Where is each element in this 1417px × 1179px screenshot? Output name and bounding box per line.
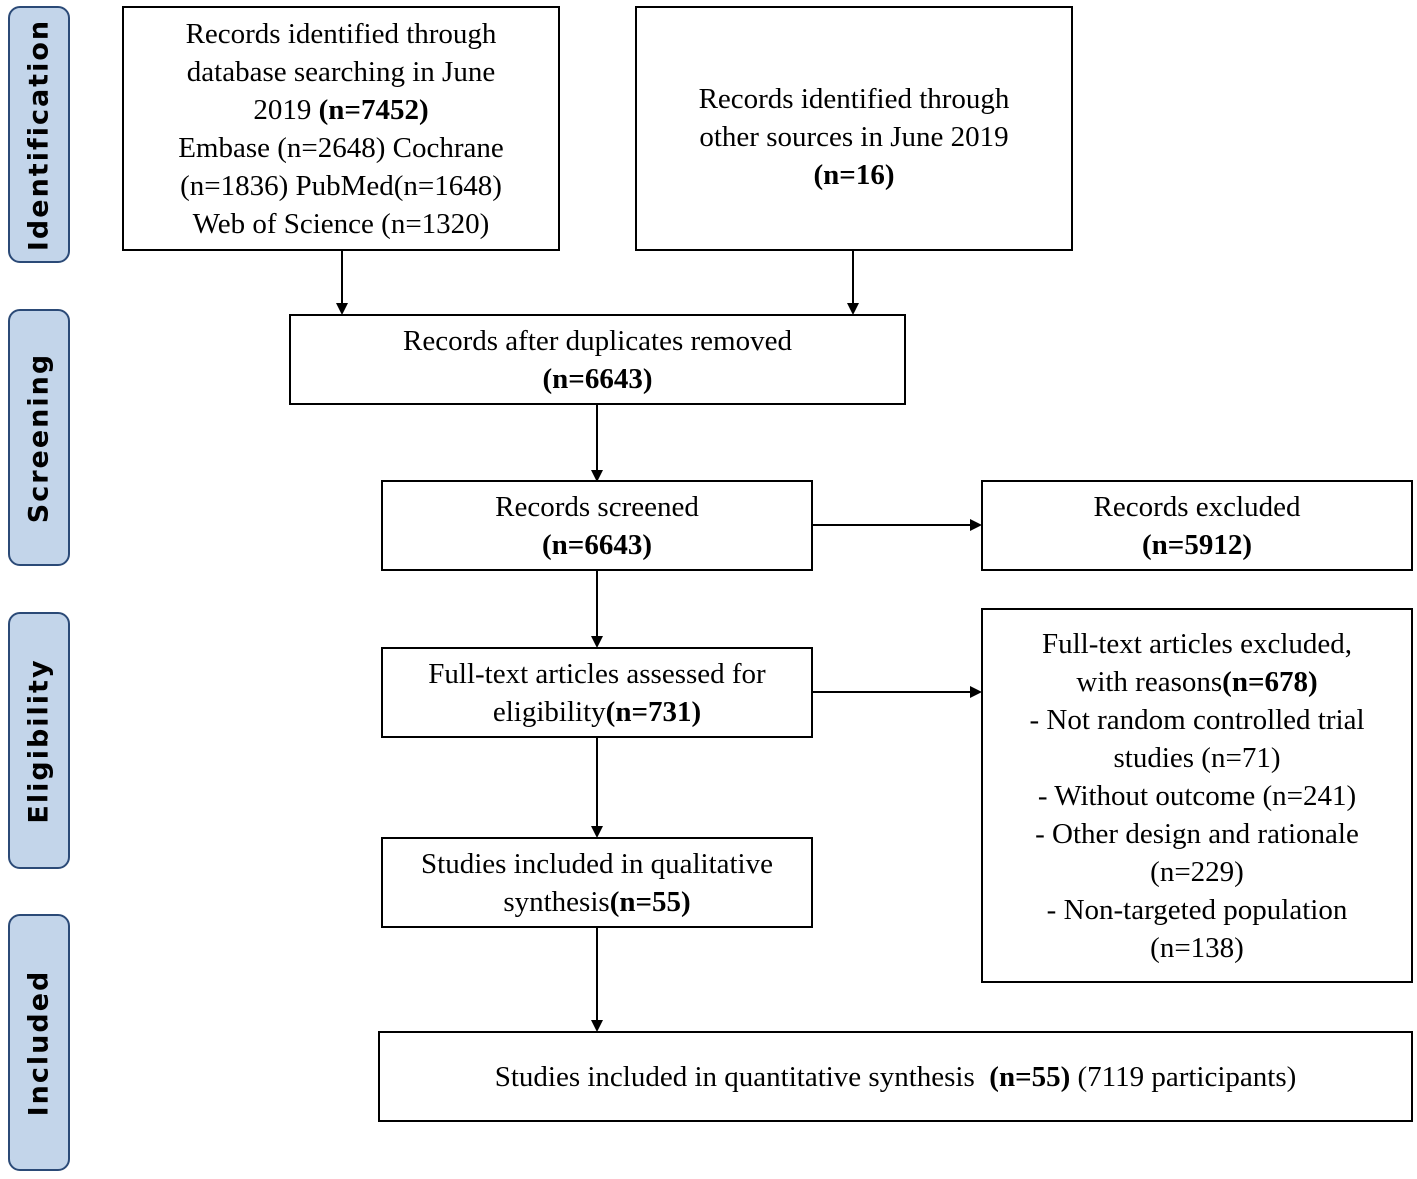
- db-search-line6: Web of Science (n=1320): [192, 207, 490, 240]
- db-search-line2: database searching in June: [186, 55, 496, 88]
- box-quantitative-synthesis: Studies included in quantitative synthes…: [378, 1031, 1413, 1122]
- fulltext-excluded-line3: - Not random controlled trial: [1029, 703, 1365, 736]
- fulltext-excluded-reasons: with reasons: [1076, 665, 1223, 698]
- fulltext-assessed-line1: Full-text articles assessed for: [428, 657, 766, 690]
- qualitative-line1: Studies included in qualitative: [421, 847, 773, 880]
- excluded-count: (n=5912): [1142, 528, 1252, 561]
- stage-included: Included: [8, 914, 70, 1171]
- fulltext-excluded-line2: with reasons(n=678): [1076, 663, 1317, 701]
- box-database-search: Records identified through database sear…: [122, 6, 560, 251]
- qualitative-count: (n=55): [609, 885, 691, 918]
- fulltext-assessed-count: (n=731): [605, 695, 702, 728]
- qualitative-line2: synthesis(n=55): [503, 883, 690, 921]
- box-fulltext-assessed: Full-text articles assessed for eligibil…: [381, 647, 813, 738]
- db-search-year: 2019: [253, 93, 319, 126]
- other-sources-line2: other sources in June 2019: [699, 121, 1009, 153]
- stage-label-eligibility: Eligibility: [23, 657, 55, 824]
- box-duplicates-removed: Records after duplicates removed (n=6643…: [289, 314, 906, 405]
- db-search-line3: 2019 (n=7452): [253, 91, 428, 129]
- stage-screening: Screening: [8, 309, 70, 566]
- duplicates-label: Records after duplicates removed: [403, 324, 792, 357]
- fulltext-excluded-line7: (n=229): [1150, 855, 1244, 888]
- stage-eligibility: Eligibility: [8, 612, 70, 869]
- box-records-screened: Records screened (n=6643): [381, 480, 813, 571]
- fulltext-assessed-line2: eligibility(n=731): [493, 693, 701, 731]
- quantitative-count: (n=55): [989, 1060, 1071, 1093]
- excluded-label: Records excluded: [1093, 490, 1301, 523]
- db-search-line5: (n=1836) PubMed(n=1648): [180, 169, 502, 202]
- screened-label: Records screened: [495, 490, 699, 523]
- fulltext-excluded-line5: - Without outcome (n=241): [1037, 779, 1357, 812]
- box-other-sources: Records identified through other sources…: [635, 6, 1073, 251]
- box-records-excluded: Records excluded (n=5912): [981, 480, 1413, 571]
- box-fulltext-excluded: Full-text articles excluded, with reason…: [981, 608, 1413, 983]
- box-qualitative-synthesis: Studies included in qualitative synthesi…: [381, 837, 813, 928]
- db-search-count: (n=7452): [318, 93, 429, 126]
- fulltext-excluded-line8: - Non-targeted population: [1046, 893, 1348, 926]
- quantitative-line: Studies included in quantitative synthes…: [495, 1058, 1297, 1096]
- duplicates-count: (n=6643): [542, 362, 653, 395]
- fulltext-excluded-line9: (n=138): [1150, 931, 1244, 964]
- db-search-line1: Records identified through: [185, 17, 497, 50]
- fulltext-assessed-word: eligibility: [492, 695, 606, 728]
- fulltext-excluded-line4: studies (n=71): [1113, 741, 1281, 774]
- quantitative-participants: (7119 participants): [1070, 1060, 1297, 1093]
- stage-label-identification: Identification: [23, 18, 55, 251]
- stage-identification: Identification: [8, 6, 70, 263]
- db-search-line4: Embase (n=2648) Cochrane: [178, 131, 504, 164]
- quantitative-label: Studies included in quantitative synthes…: [494, 1060, 990, 1093]
- fulltext-excluded-count: (n=678): [1222, 665, 1318, 698]
- stage-label-included: Included: [23, 969, 55, 1116]
- qualitative-word: synthesis: [503, 885, 610, 918]
- stage-label-screening: Screening: [23, 352, 55, 523]
- fulltext-excluded-line1: Full-text articles excluded,: [1041, 627, 1353, 660]
- other-sources-line1: Records identified through: [698, 83, 1010, 115]
- fulltext-excluded-line6: - Other design and rationale: [1035, 817, 1359, 850]
- screened-count: (n=6643): [542, 528, 652, 561]
- other-sources-count: (n=16): [813, 159, 895, 191]
